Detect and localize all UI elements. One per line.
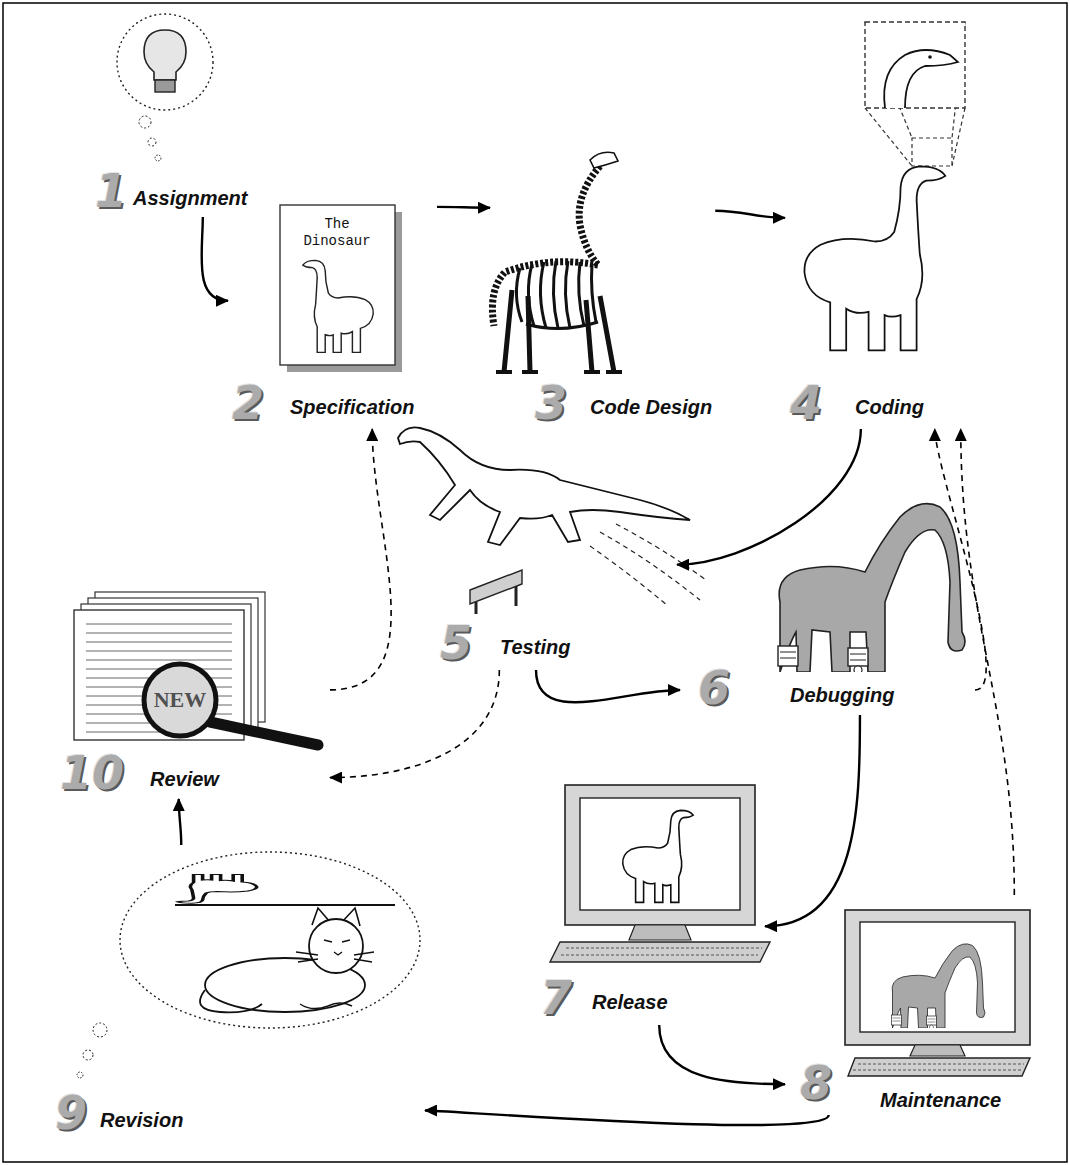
stage-number: 5 (440, 620, 472, 666)
frame (3, 3, 1067, 1162)
stage-name: Maintenance (880, 1088, 1001, 1112)
stage-name: Revision (100, 1108, 183, 1132)
stage-node: 1Assignment (85, 8, 275, 217)
lens-text: NEW (154, 689, 207, 711)
flow-arrow (715, 211, 785, 218)
stage-node: 6 Debugging (680, 515, 975, 715)
stage-number: 2 (232, 380, 264, 426)
review-papers (74, 592, 318, 745)
stage-number: 7 (540, 975, 572, 1021)
computer-maintenance (845, 910, 1030, 1076)
stage-number: 4 (790, 380, 822, 426)
stage-number: 3 (535, 380, 567, 426)
brachiosaur (804, 22, 965, 350)
flow-arrow (536, 670, 680, 702)
stage-number: 6 (698, 665, 730, 711)
stage-name: Assignment (133, 186, 247, 210)
stage-node: 5 Testing (395, 425, 677, 670)
stage-name: Testing (500, 635, 570, 659)
stage-name: Coding (855, 395, 924, 419)
stage-name: Code Design (590, 395, 712, 419)
stage-node: 4 Coding (785, 15, 970, 429)
dino-skeleton (492, 152, 622, 372)
stage-name: Specification (290, 395, 414, 419)
stage-node: 8Maintenance (785, 895, 1058, 1115)
flow-arrow (179, 799, 182, 845)
feedback-arrow (961, 429, 1015, 895)
stage-number: 1 (95, 168, 127, 214)
idea-bulb (117, 14, 213, 161)
stage-number: 9 (55, 1090, 87, 1136)
flow-arrow (425, 1111, 829, 1126)
stage-number: 8 (800, 1060, 832, 1106)
stage-number: 10 (60, 750, 124, 796)
flow-arrow (677, 429, 861, 565)
flow-arrow (765, 715, 860, 926)
flow-arrow (659, 1025, 785, 1084)
computer-release (550, 785, 770, 962)
spec-paper (280, 205, 402, 372)
stage-name: Debugging (790, 683, 894, 707)
flow-arrow (437, 206, 490, 209)
stage-node: 9 Revision (50, 845, 425, 1140)
stage-name: Review (150, 767, 219, 791)
stage-name: Release (592, 990, 668, 1014)
feedback-arrow (330, 670, 499, 778)
stage-node: 7 Release (535, 765, 765, 1025)
feedback-arrow (330, 429, 391, 690)
jumping-dino (398, 427, 706, 614)
paper-title: The Dinosaur (295, 216, 379, 250)
flow-arrow (202, 217, 228, 301)
revision-thought (77, 852, 420, 1078)
bandaged-dino (778, 504, 965, 674)
stage-node: 3 Code Design (490, 130, 715, 429)
feedback-arrow (935, 429, 986, 690)
